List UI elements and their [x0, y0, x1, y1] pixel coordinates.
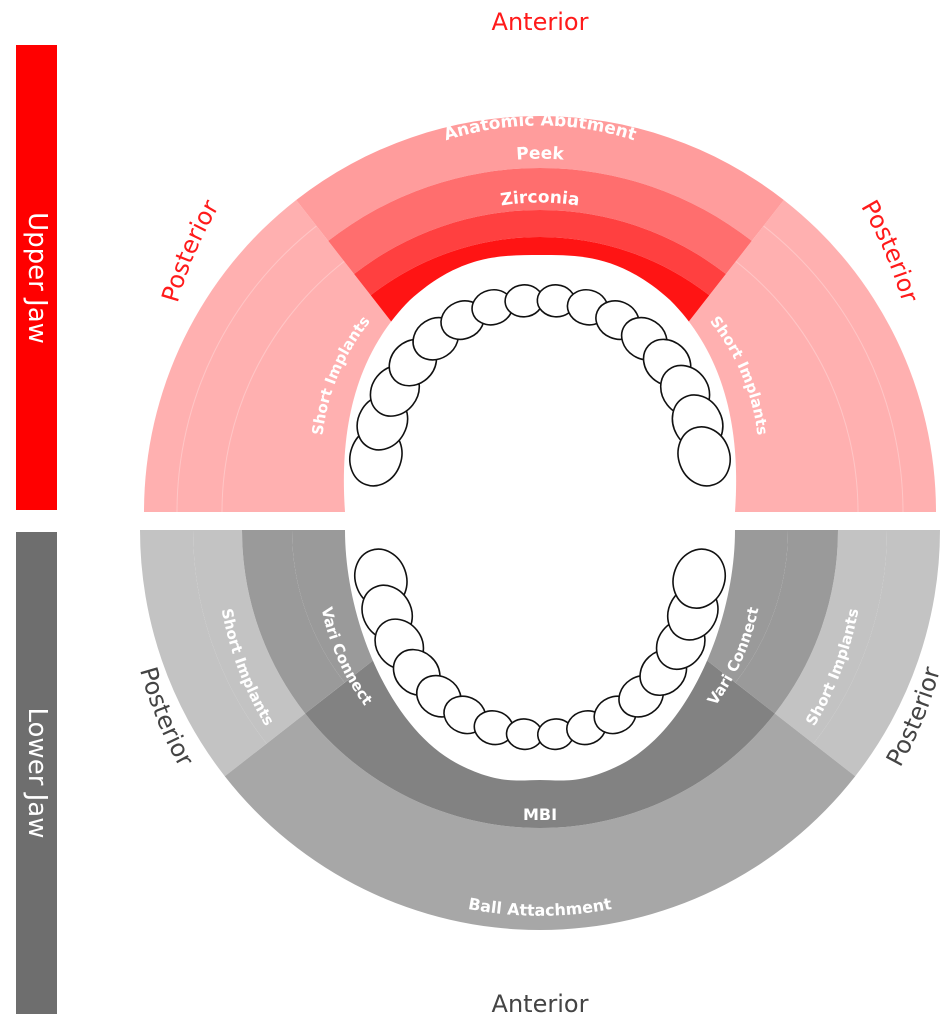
upper-tooth-16 — [677, 426, 731, 487]
segment-label-zirconia: Zirconia — [499, 187, 581, 210]
lower-tooth-16 — [672, 548, 726, 609]
segment-label-tuff-tt: Tuff TT — [506, 59, 574, 81]
upper-jaw-bar: Upper Jaw — [16, 45, 57, 510]
lower-left-inner-mid-segment — [242, 530, 345, 714]
lower-arch-gum — [345, 530, 735, 781]
lower-ball-attachment-segment — [224, 713, 856, 930]
lower-left-outer-mid-segment — [193, 530, 306, 744]
upper-peek-segment — [354, 210, 726, 296]
lower-jaw-bar: Lower Jaw — [16, 532, 57, 1014]
bottom-anterior-label: Anterior — [492, 990, 589, 1018]
lower-right-inner-mid-segment — [735, 530, 838, 714]
lower-left-outer-segment — [140, 530, 267, 777]
lower-right-outer-segment — [813, 530, 940, 777]
upper-anatomic-abutment-segment — [328, 167, 752, 275]
lower-right-outer-mid-segment — [774, 530, 887, 744]
upper-zirconia-segment — [370, 236, 710, 323]
upper-tuff-tt-segment — [296, 115, 784, 241]
segment-label-mbi: MBI — [523, 805, 557, 824]
dental-arch — [343, 255, 737, 781]
upper-jaw-segments — [144, 115, 936, 512]
top-anterior-label: Anterior — [492, 8, 589, 36]
